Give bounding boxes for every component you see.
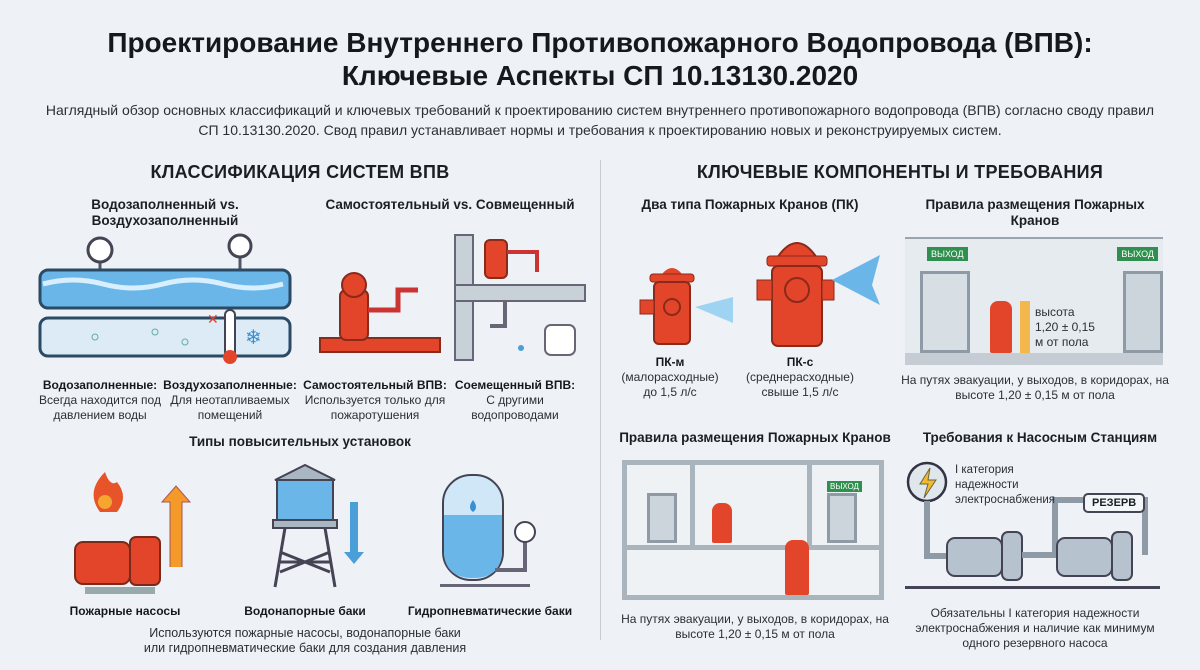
subtitle: Наглядный обзор основных классификаций и… [45, 102, 1155, 138]
booster-label-tanks: Водонапорные баки [244, 604, 366, 618]
height-label: высота 1,20 ± 0,15 м от пола [1035, 305, 1095, 349]
pk-c-caption: ПК-с(среднерасходные)свыше 1,5 л/с [746, 355, 854, 399]
exit-sign: ВЫХОД [827, 481, 862, 492]
open-door [920, 271, 970, 353]
standalone-caption: Самостоятельный ВПВ:Используется только … [303, 378, 447, 422]
hydrant-icon [712, 503, 732, 543]
water-spray-small-icon [695, 297, 733, 323]
door [647, 493, 677, 543]
water-filled-caption: Водозаполненные:Всегда находится под дав… [39, 378, 161, 422]
water-air-title: Водозаполненный vs. Воздухозаполненный [91, 197, 239, 228]
hydropneumatic-tank-icon [440, 474, 536, 587]
pumps-caption: Обязательны I категория надежности элект… [915, 606, 1155, 650]
hydrant-pk-c-icon [756, 242, 835, 347]
placement1-caption: На путях эвакуации, у выходов, в коридор… [901, 373, 1169, 402]
floor-plan: ВЫХОД [622, 460, 884, 600]
pk-m-caption: ПК-м(малорасходные)до 1,5 л/с [621, 355, 719, 399]
standalone-title: Самостоятельный vs. Совмещенный [325, 197, 575, 212]
divider [600, 160, 601, 640]
standalone-combined-illustration [319, 234, 586, 361]
page-title: Проектирование Внутреннего Противопожарн… [0, 26, 1200, 92]
svg-text:✕: ✕ [207, 311, 219, 327]
pumps-title: Требования к Насосным Станциям [922, 430, 1158, 445]
svg-text:❄: ❄ [245, 327, 262, 349]
exit-sign: ВЫХОД [927, 247, 968, 261]
exit-sign: ВЫХОД [1117, 247, 1158, 261]
title-line-2: Ключевые Аспекты СП 10.13130.2020 [341, 60, 859, 91]
closed-door [1123, 271, 1163, 353]
door [827, 493, 857, 543]
booster-label-pumps: Пожарные насосы [69, 604, 181, 618]
water-spray-large-icon [832, 255, 880, 305]
placement2-title: Правила размещения Пожарных Кранов [619, 430, 891, 445]
power-category-label: I категория надежности электроснабжения [955, 464, 1055, 506]
pipes-illustration: ❄✕ [38, 233, 292, 364]
left-section-heading: КЛАССИФИКАЦИЯ СИСТЕМ ВПВ [150, 162, 450, 182]
boosters-note: Используются пожарные насосы, водонапорн… [143, 626, 467, 655]
pump-station-illustration [905, 461, 1160, 589]
corridor-scene: ВЫХОД ВЫХОД высота 1,20 ± 0,15 м от пола [905, 237, 1163, 365]
hydrant-icon [785, 540, 809, 595]
boosters-title: Типы повысительных установок [189, 434, 411, 449]
right-section-heading: КЛЮЧЕВЫЕ КОМПОНЕНТЫ И ТРЕБОВАНИЯ [696, 162, 1104, 182]
height-ruler [1020, 301, 1030, 353]
combined-caption: Соемещенный ВПВ:С другими водопроводами [454, 378, 576, 422]
water-tower-icon [272, 463, 364, 588]
air-filled-caption: Воздухозаполненные:Для неотапливаемых по… [163, 378, 297, 422]
booster-label-hydropneumatic: Гидропневматические баки [407, 604, 573, 618]
title-line-1: Проектирование Внутреннего Противопожарн… [107, 27, 1093, 58]
hydrant-pk-m-icon [639, 268, 695, 345]
reserve-label: РЕЗЕРВ [1083, 493, 1146, 513]
placement1-title: Правила размещения Пожарных Кранов [925, 197, 1145, 228]
hydrant-icon [990, 301, 1012, 353]
fire-pump-icon [74, 472, 192, 594]
hydrants-title: Два типа Пожарных Кранов (ПК) [641, 197, 859, 212]
placement2-caption: На путях эвакуации, у выходов, в коридор… [621, 612, 889, 641]
